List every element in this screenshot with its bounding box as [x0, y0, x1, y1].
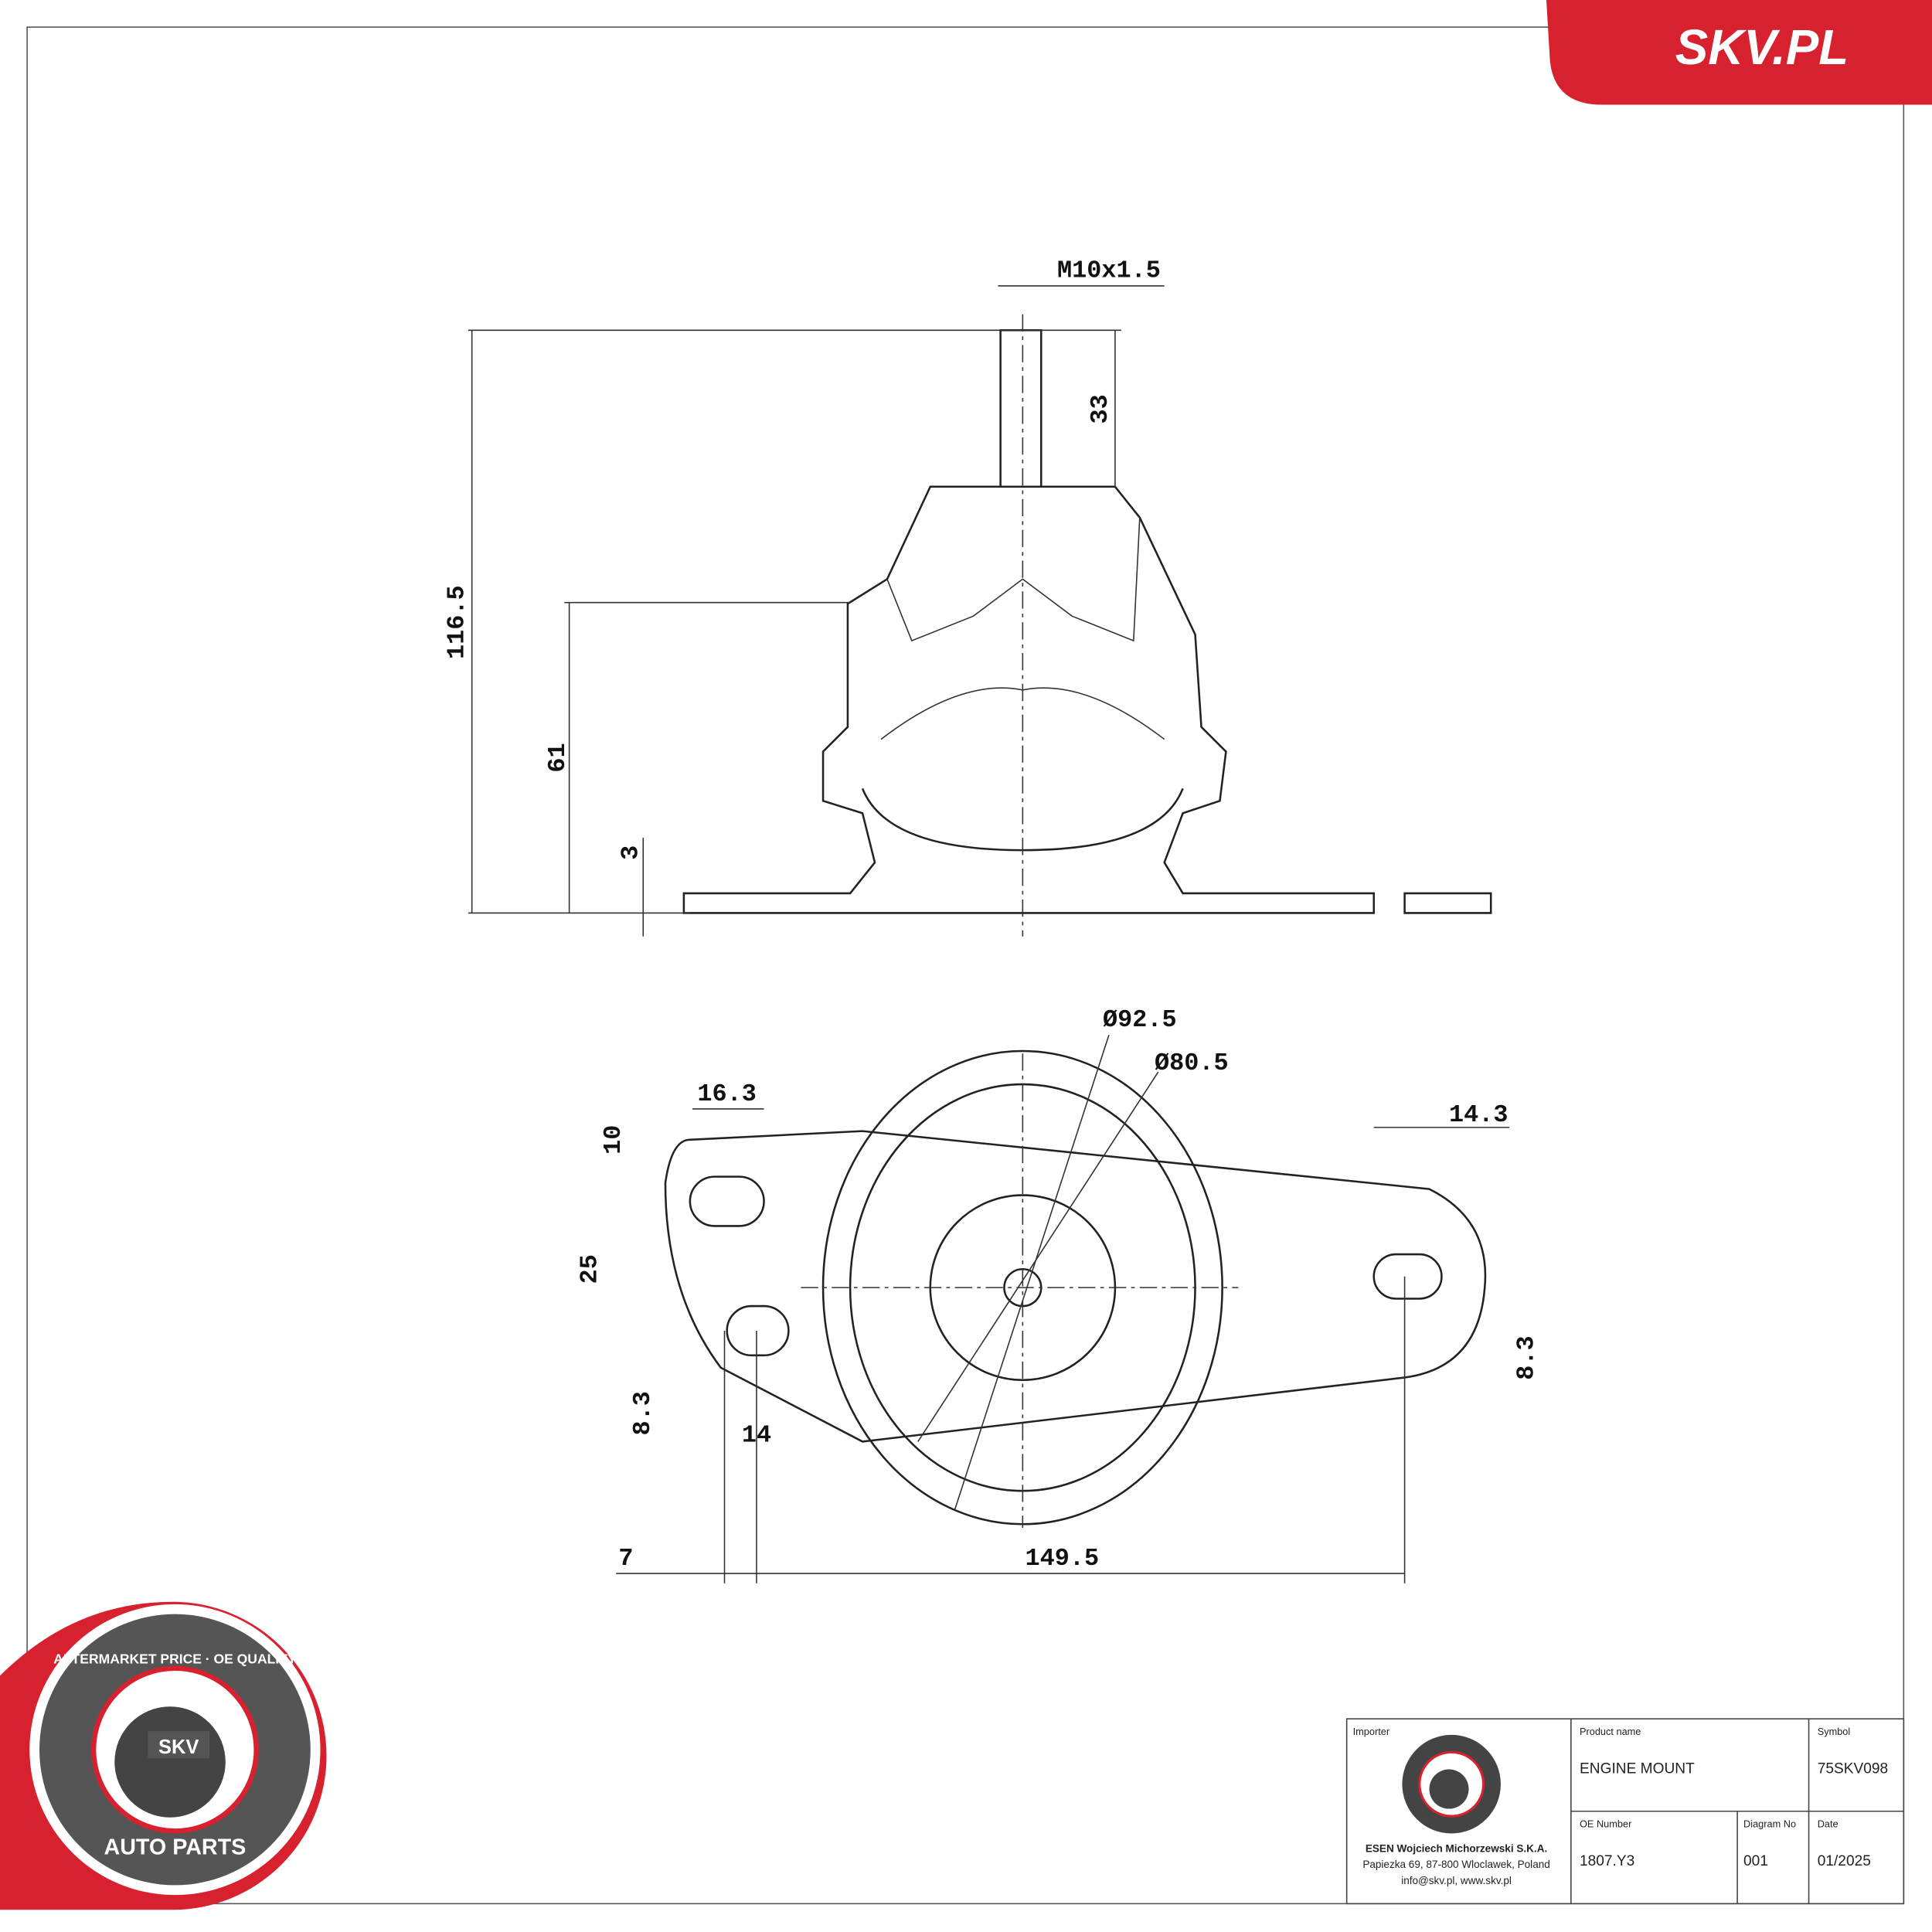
dim-inner-diameter: Ø80.5 [1155, 1049, 1229, 1077]
skv-pl-logo[interactable]: SKV.PL [1546, 0, 1932, 105]
importer-logo [1402, 1734, 1501, 1834]
product-name-label: Product name [1580, 1726, 1641, 1737]
dim-outer-diameter: Ø92.5 [1103, 1005, 1177, 1034]
importer-name: ESEN Wojciech Michorzewski S.K.A. [1366, 1842, 1547, 1854]
product-name: ENGINE MOUNT [1580, 1760, 1695, 1777]
diagram-no-label: Diagram No [1743, 1818, 1796, 1829]
drawing-frame [26, 26, 1905, 1905]
importer-contact: info@skv.pl, www.skv.pl [1401, 1875, 1512, 1886]
badge-bottom-text: AUTO PARTS [104, 1835, 246, 1860]
importer-label: Importer [1353, 1726, 1390, 1737]
dim-left-slot-dia: 8.3 [628, 1391, 657, 1435]
dim-plate-thickness: 3 [616, 845, 645, 860]
oe-number-label: OE Number [1580, 1818, 1632, 1829]
importer-address: Papiezka 69, 87-800 Wloclawek, Poland [1362, 1859, 1549, 1870]
badge-center-text: SKV [158, 1736, 199, 1758]
title-block: Importer ESEN Wojciech Michorzewski S.K.… [1345, 1718, 1905, 1905]
dim-total-height: 116.5 [442, 585, 471, 659]
diagram-no: 001 [1743, 1853, 1768, 1869]
top-view: Ø92.5 Ø80.5 16.3 10 25 8.3 14 7 149.5 14… [576, 1005, 1540, 1583]
site-logo-text: SKV.PL [1675, 19, 1849, 75]
oe-number: 1807.Y3 [1580, 1853, 1634, 1869]
date-label: Date [1818, 1818, 1838, 1829]
dim-left-slot-length: 14 [742, 1420, 771, 1449]
side-view: M10x1.5 33 116.5 61 3 [442, 257, 1492, 937]
date-value: 01/2025 [1818, 1853, 1871, 1869]
badge-top-text: AFTERMARKET PRICE · OE QUALITY [53, 1651, 297, 1666]
dim-left-edge: 7 [618, 1544, 633, 1573]
symbol-value: 75SKV098 [1818, 1760, 1888, 1777]
dim-right-slot-dia: 8.3 [1512, 1335, 1540, 1379]
dim-thread: M10x1.5 [1057, 257, 1161, 285]
dim-left-slot-offset: 16.3 [697, 1080, 757, 1108]
dim-hole-spacing: 149.5 [1026, 1544, 1100, 1573]
dim-body-height: 61 [543, 743, 572, 772]
dim-stud-height: 33 [1086, 394, 1114, 423]
skv-auto-parts-badge: SKV AFTERMARKET PRICE · OE QUALITY AUTO … [0, 1601, 327, 1910]
dim-right-slot-length: 14.3 [1449, 1100, 1509, 1129]
dim-slot-spacing: 25 [576, 1254, 604, 1284]
symbol-label: Symbol [1818, 1726, 1851, 1737]
dim-left-slot-width: 10 [599, 1125, 628, 1155]
